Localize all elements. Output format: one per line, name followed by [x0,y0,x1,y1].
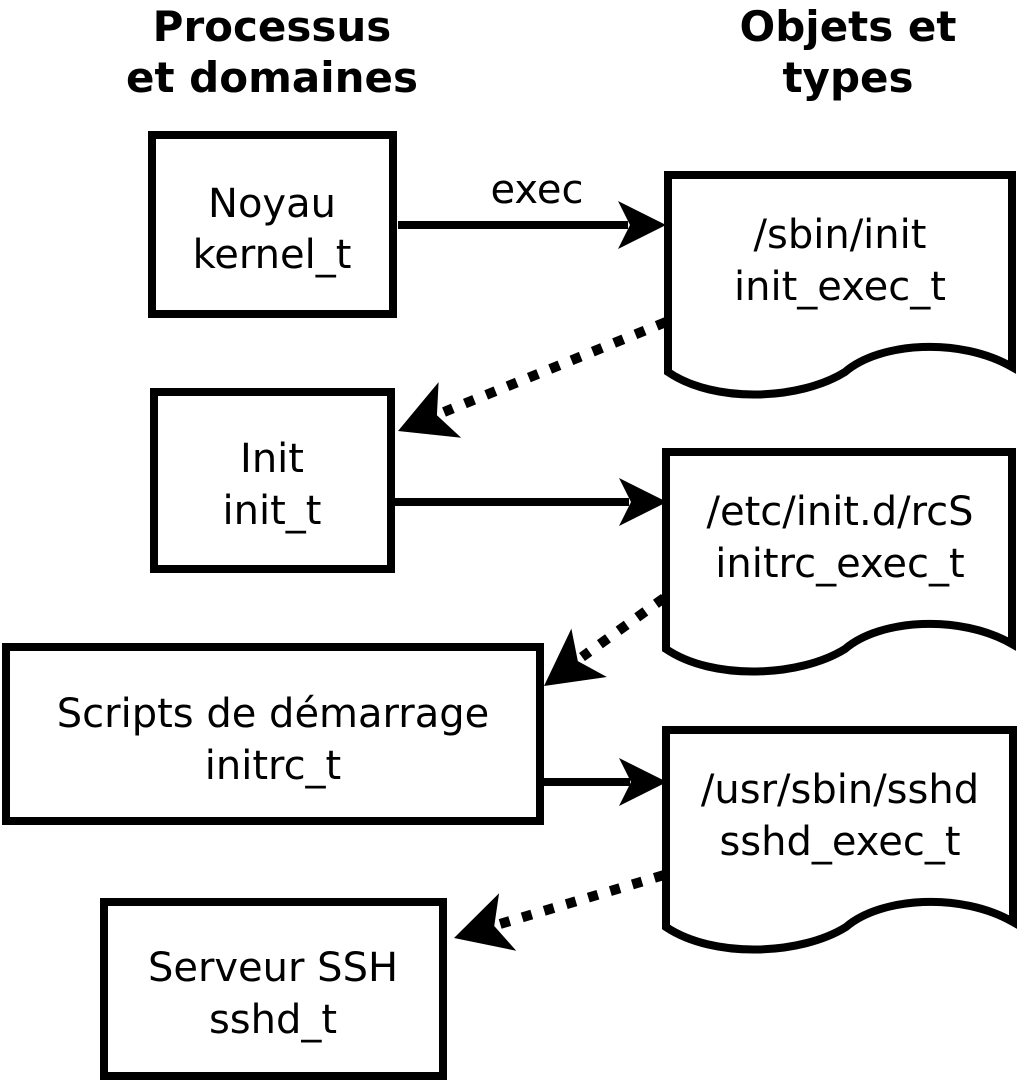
process-box-init-domain: init_t [223,488,322,534]
process-box-initrc-name: Scripts de démarrage [57,691,489,737]
object-document-initrc-path: /etc/init.d/rcS [706,489,973,535]
exec-arrow-initrc-arrowhead-icon [619,758,667,806]
process-box-init-rect [150,388,395,573]
object-document-sshd: /usr/sbin/sshd sshd_exec_t [662,726,1017,954]
object-document-initrc: /etc/init.d/rcS initrc_exec_t [662,448,1016,676]
process-box-kernel-name: Noyau [208,181,336,227]
object-document-initrc-shape [662,448,1016,676]
transition-arrow-sshd-exec-to-sshd [454,870,666,951]
column-header-objects-line1: Objets et [740,2,957,51]
column-header-processes: Processus et domaines [126,2,418,102]
process-box-sshd-rect [100,898,447,1080]
exec-arrow-kernel-arrowhead-icon [618,201,666,249]
process-box-initrc: Scripts de démarrage initrc_t [2,643,544,825]
exec-arrow-kernel-to-init: exec [398,167,666,249]
transition-arrow-initrc-exec-to-initrc [544,593,667,686]
object-document-init-path: /sbin/init [754,212,927,258]
transition-arrow-init-exec-to-init [398,317,668,438]
object-document-sshd-shape [662,726,1017,954]
process-box-init: Init init_t [150,388,395,573]
object-document-init-type: init_exec_t [734,264,946,310]
column-header-processes-line1: Processus [153,2,392,51]
object-document-init-shape [664,171,1016,399]
process-box-kernel-rect [148,131,397,318]
exec-arrow-init-to-initrc [395,478,667,526]
process-box-sshd-domain: sshd_t [209,997,337,1043]
column-header-objects: Objets et types [740,2,957,102]
process-box-kernel-domain: kernel_t [193,232,352,278]
column-header-objects-line2: types [782,53,913,102]
transition-arrow-sshd-arrowhead-icon [454,893,517,951]
column-header-processes-line2: et domaines [126,53,418,102]
object-document-initrc-type: initrc_exec_t [715,541,964,587]
process-box-init-name: Init [240,436,304,482]
process-box-initrc-rect [2,643,544,825]
transition-arrow-init-line [442,317,668,417]
transition-arrow-sshd-line [498,870,666,929]
transition-arrow-init-arrowhead-icon [398,382,462,438]
object-document-sshd-type: sshd_exec_t [719,819,960,865]
exec-arrow-init-arrowhead-icon [619,478,667,526]
transition-arrow-initrc-arrowhead-icon [544,628,607,686]
exec-arrow-label: exec [491,167,584,213]
process-box-kernel: Noyau kernel_t [148,131,397,318]
transition-arrow-initrc-line [579,593,667,662]
object-document-init: /sbin/init init_exec_t [664,171,1016,399]
process-box-sshd: Serveur SSH sshd_t [100,898,447,1080]
process-box-initrc-domain: initrc_t [205,743,342,789]
object-document-sshd-path: /usr/sbin/sshd [701,767,979,813]
process-box-sshd-name: Serveur SSH [148,945,398,991]
exec-arrow-initrc-to-sshd [542,758,667,806]
